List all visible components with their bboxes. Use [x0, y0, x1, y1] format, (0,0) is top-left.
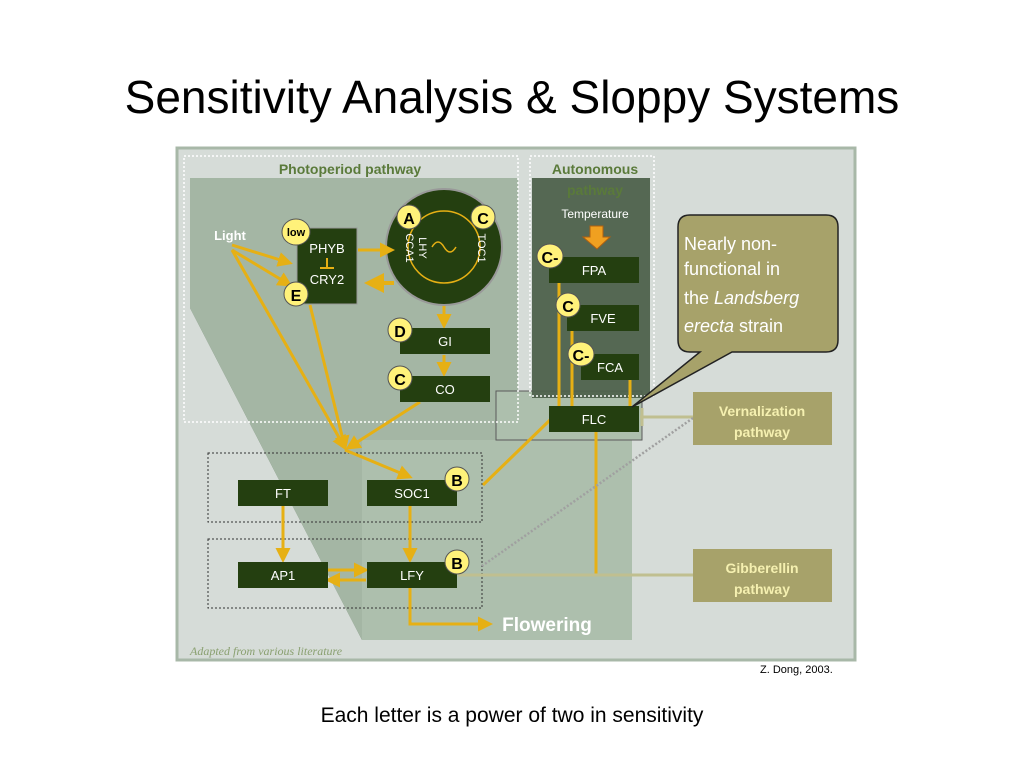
cry2-label: CRY2	[310, 272, 344, 287]
vernalization-label-2: pathway	[734, 424, 790, 440]
gi-box	[400, 328, 490, 354]
autonomous-pathway-label-2: pathway	[567, 182, 623, 198]
gibberellin-label-1: Gibberellin	[725, 560, 798, 576]
ft-soc1-group	[207, 452, 483, 523]
arrow-light-integration	[230, 249, 347, 451]
badge-fve-c	[555, 292, 581, 318]
callout-text: Nearly non- functional in the Landsberg …	[684, 234, 804, 336]
badge-fca-c	[567, 341, 595, 367]
credit-line: Z. Dong, 2003.	[760, 664, 833, 676]
fpa-box	[549, 257, 639, 283]
arrow-integration-soc1	[344, 448, 413, 480]
lfy-label: LFY	[400, 568, 424, 583]
arrow-cry2-integration	[308, 304, 350, 451]
sensitivity-badges: low A C E D C C- C C- B B	[281, 204, 595, 575]
badge-lfy-b	[444, 549, 470, 575]
badge-lfy-b-label: B	[451, 556, 463, 573]
badge-clock-c-label: C	[477, 211, 489, 228]
fca-label: FCA	[597, 360, 623, 375]
badge-fpa-c	[536, 243, 564, 269]
flc-label: FLC	[582, 412, 607, 427]
temperature-label: Temperature	[561, 207, 629, 221]
fpa-label: FPA	[582, 263, 607, 278]
light-label: Light	[214, 228, 246, 243]
autonomous-pathway-label-1: Autonomous	[552, 161, 639, 177]
flc-box	[549, 406, 639, 432]
gibberellin-label-2: pathway	[734, 581, 790, 597]
co-label: CO	[435, 382, 455, 397]
badge-clock-a	[396, 204, 422, 230]
lhy-label: LHY	[416, 237, 428, 259]
gibberellin-box	[693, 549, 832, 602]
vernalization-lfy-link	[481, 416, 694, 568]
badge-fve-c-label: C	[562, 299, 574, 316]
soc1-box	[367, 480, 457, 506]
badge-co-c	[387, 365, 413, 391]
ft-box	[238, 480, 328, 506]
arrow-co-integration	[345, 400, 421, 450]
badge-cry2-e-label: E	[291, 288, 302, 305]
badge-soc1-b	[444, 466, 470, 492]
wave-icon	[431, 241, 457, 253]
badge-clock-c	[470, 204, 496, 230]
ap1-box	[238, 562, 328, 588]
low-badge	[281, 218, 311, 246]
fve-label: FVE	[590, 311, 616, 326]
flowering-label: Flowering	[502, 615, 592, 636]
vernalization-box	[693, 392, 832, 445]
badge-fca-c-label: C-	[573, 348, 590, 365]
badge-cry2-e	[283, 281, 309, 307]
ft-label: FT	[275, 486, 291, 501]
badge-soc1-b-label: B	[451, 473, 463, 490]
slide-caption: Each letter is a power of two in sensiti…	[320, 704, 704, 727]
co-box	[400, 376, 490, 402]
autonomous-boundary	[529, 155, 655, 397]
lfy-box	[367, 562, 457, 588]
gene-boxes: PHYB CRY2 GI CO FPA FVE FCA FLC FT SOC1 …	[238, 227, 639, 588]
vernalization-label-1: Vernalization	[719, 403, 805, 419]
arrow-light-phyb	[231, 243, 293, 267]
badge-gi-d-label: D	[394, 324, 406, 341]
ap1-label: AP1	[271, 568, 296, 583]
cca1-label: CCA1	[403, 233, 415, 262]
low-badge-label: low	[287, 227, 306, 239]
gi-label: GI	[438, 334, 452, 349]
photoperiod-pathway-label: Photoperiod pathway	[279, 161, 422, 177]
temperature-arrow-icon	[581, 225, 612, 250]
circadian-clock-inner	[407, 210, 481, 284]
arrow-light-cry2	[231, 248, 293, 287]
arrow-lfy-flowering	[408, 588, 493, 632]
badge-co-c-label: C	[394, 372, 406, 389]
toc1-label: TOC1	[475, 233, 487, 262]
phyb-label: PHYB	[309, 241, 344, 256]
regulation-arrows	[230, 243, 632, 632]
soc1-label: SOC1	[394, 486, 429, 501]
callout-bubble	[631, 214, 839, 408]
arrow-flc-soc1	[481, 418, 552, 487]
badge-clock-a-label: A	[403, 211, 415, 228]
slide-title: Sensitivity Analysis & Sloppy Systems	[124, 71, 900, 123]
badge-gi-d	[387, 317, 413, 343]
source-note: Adapted from various literature	[189, 644, 343, 658]
badge-fpa-c-label: C-	[542, 250, 559, 267]
